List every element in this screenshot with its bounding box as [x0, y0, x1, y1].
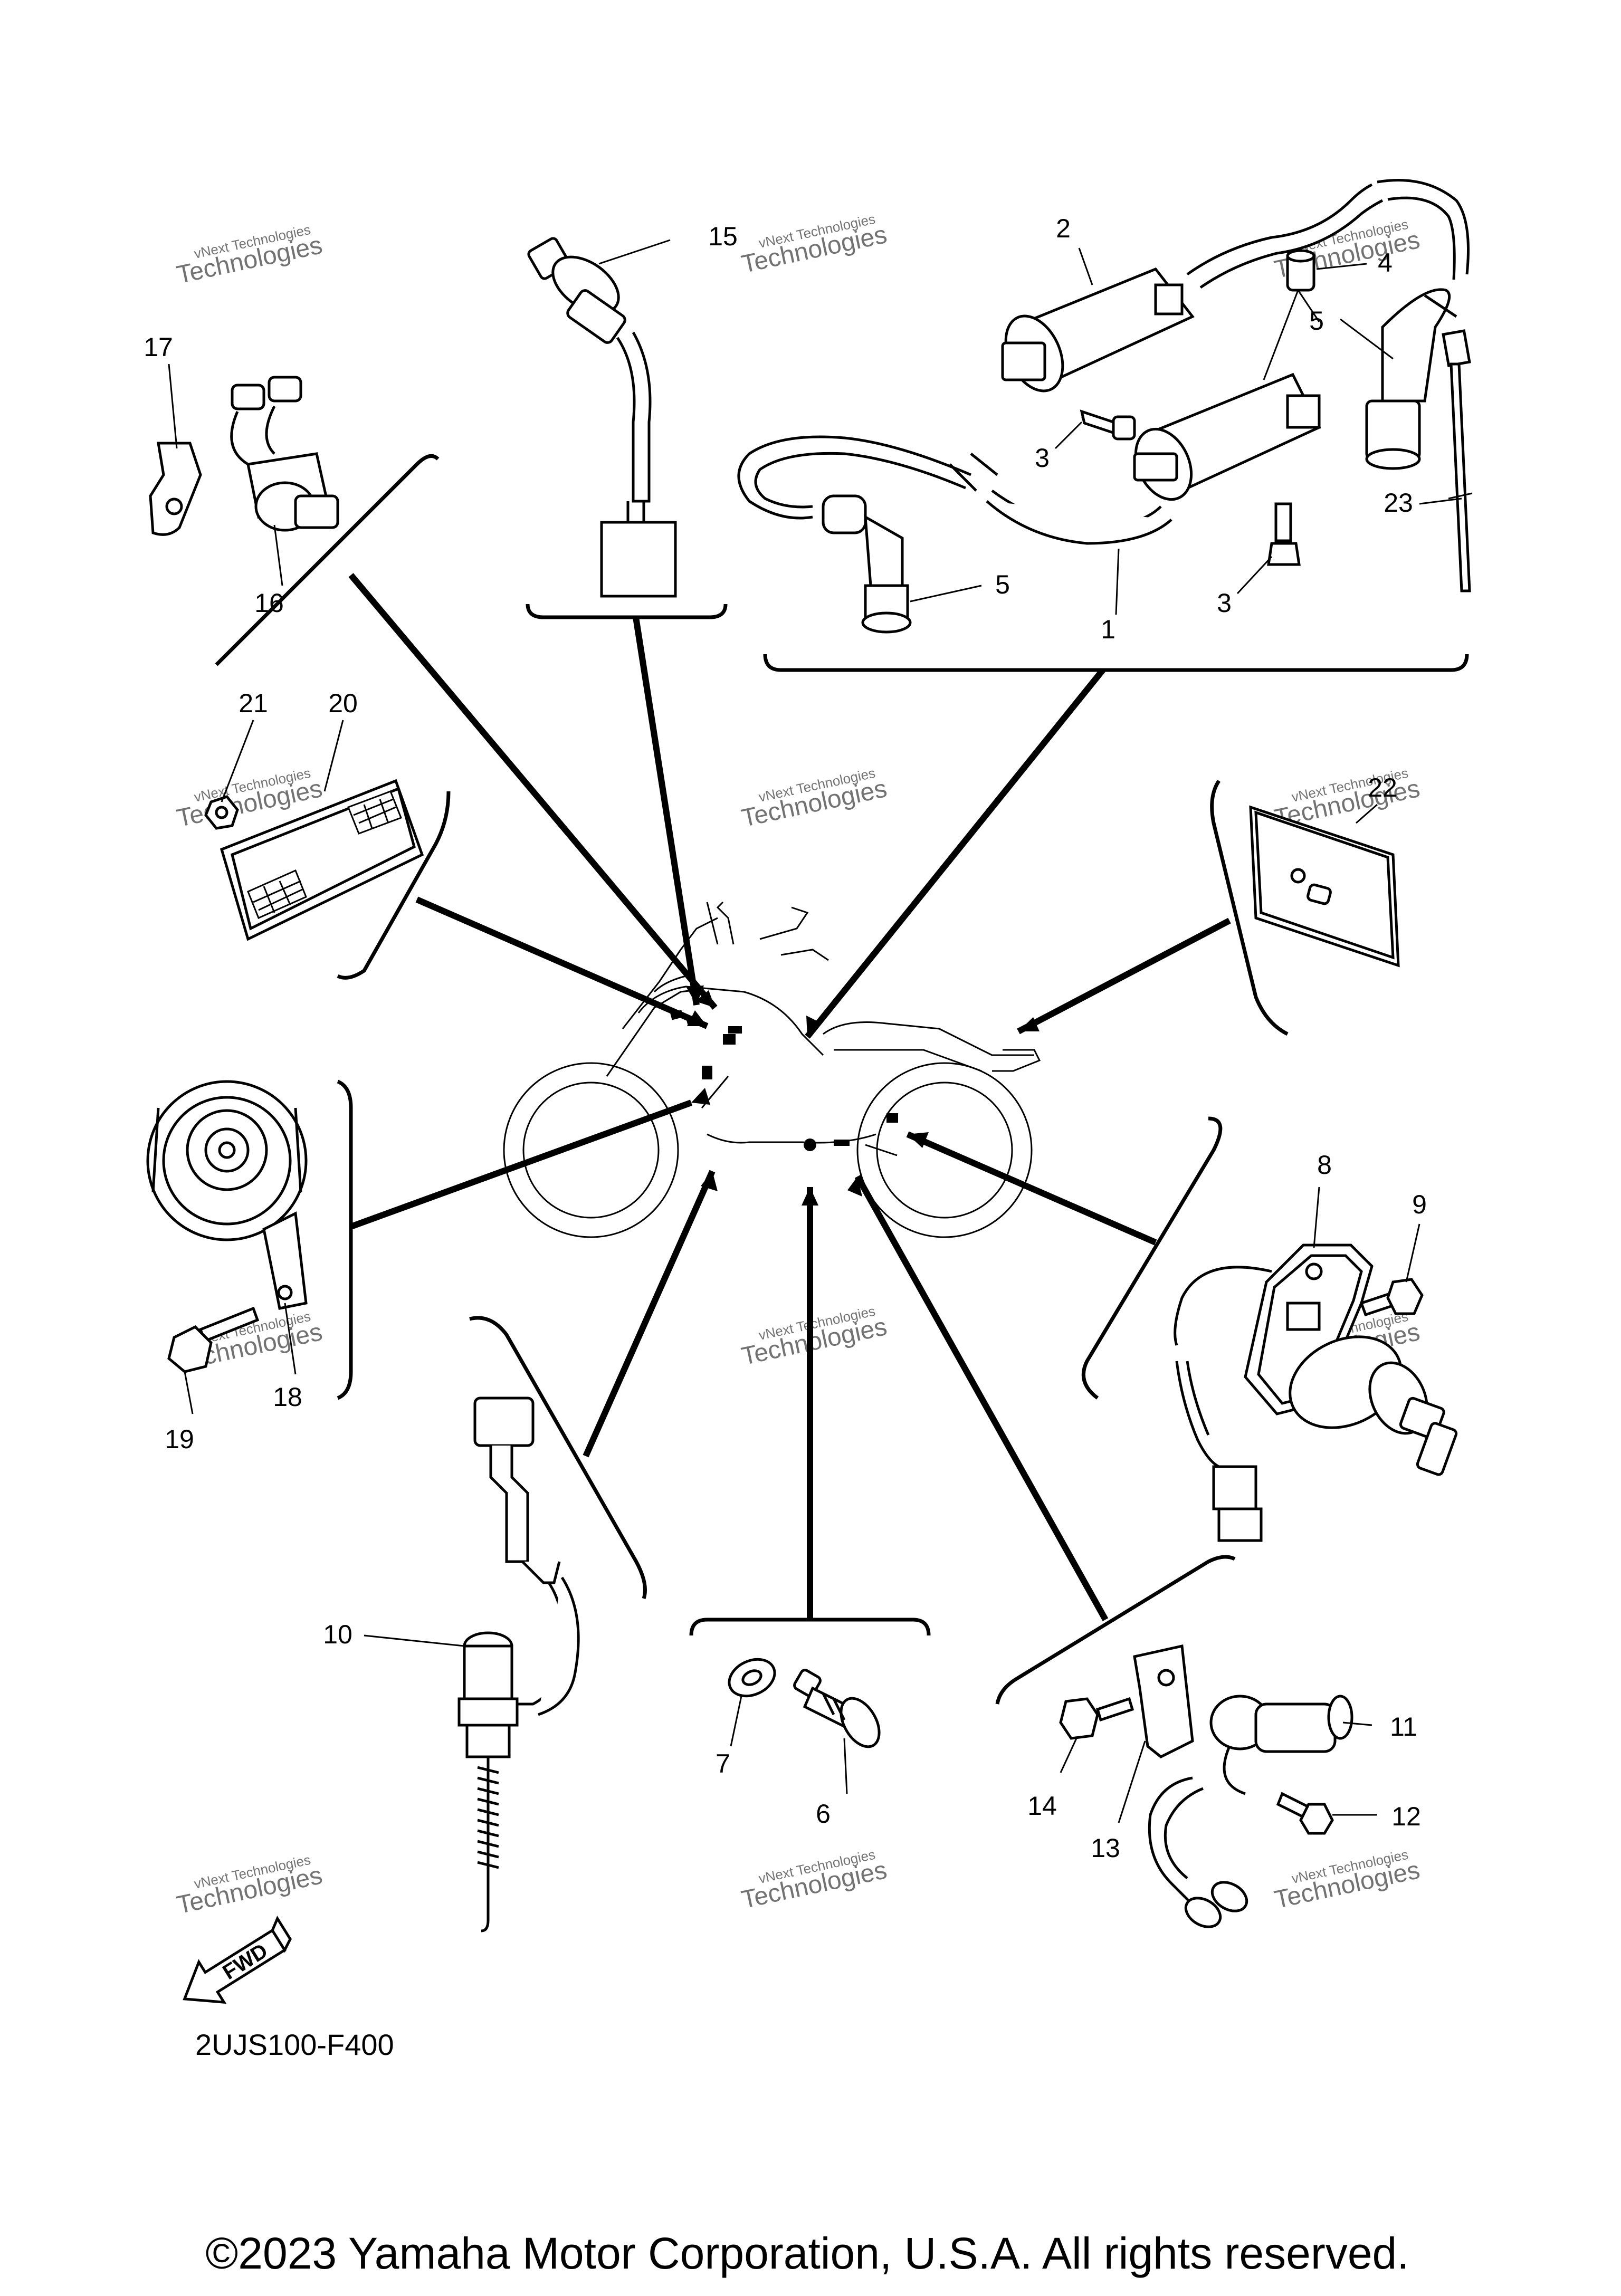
callout-9: 9 — [1412, 1190, 1427, 1219]
nut-21 — [204, 795, 239, 830]
callout-23: 23 — [1384, 488, 1413, 518]
bracket-brake-sw — [215, 454, 440, 666]
bracket-rear-brake — [995, 1555, 1236, 1705]
starter-relay-8 — [1174, 1243, 1458, 1542]
callout-18: 18 — [273, 1382, 302, 1412]
bolt-3-upper — [1080, 409, 1136, 441]
screw-12 — [1276, 1792, 1334, 1835]
callout-2: 2 — [1056, 214, 1071, 243]
leader-lines — [348, 573, 1231, 1621]
ignition-coil-upper — [1001, 179, 1470, 393]
fwd-arrow: FWD — [183, 1916, 292, 2004]
washer-7 — [728, 1658, 776, 1698]
bracket-horn — [337, 1079, 353, 1400]
spark-plug-cap-right — [1365, 288, 1457, 470]
callout-15: 15 — [708, 222, 738, 251]
reflector-20 — [220, 779, 424, 941]
bracket-reflector-l — [337, 791, 451, 980]
watermark: Technologies vNext Technologies — [739, 211, 889, 279]
front-brake-switch-16 — [230, 376, 339, 532]
neutral-switch-15 — [527, 237, 677, 598]
reflector-22 — [1249, 805, 1400, 968]
spark-plug-cap-left — [737, 435, 977, 634]
callout-5-right: 5 — [1309, 306, 1324, 336]
collar-4 — [1286, 249, 1315, 292]
callout-20: 20 — [328, 688, 358, 718]
bracket-reflector-r — [1210, 780, 1289, 1036]
callout-leaders — [168, 239, 1473, 1823]
callout-12: 12 — [1391, 1802, 1421, 1831]
bracket-sidestand — [689, 1618, 931, 1636]
leader-arrowheads — [686, 986, 1040, 1206]
motorcycle-part-locators — [670, 1010, 898, 1151]
callout-22: 22 — [1368, 773, 1397, 802]
callout-17: 17 — [144, 332, 173, 362]
copyright: ©2023 Yamaha Motor Corporation, U.S.A. A… — [205, 2228, 1409, 2278]
motorcycle-outline — [503, 901, 1041, 1238]
callout-5-left: 5 — [995, 570, 1010, 599]
watermark: Technologies vNext Technologies — [739, 765, 889, 833]
bolt-3-lower — [1267, 502, 1301, 566]
watermark: Technologies vNext Technologies — [174, 222, 325, 289]
watermark: Technologies vNext Technologies — [1272, 1847, 1422, 1914]
bolt-14 — [1059, 1697, 1134, 1740]
group-brackets — [215, 454, 1469, 1705]
callout-3-lower: 3 — [1217, 588, 1232, 618]
callout-7: 7 — [716, 1749, 730, 1778]
callout-11: 11 — [1390, 1712, 1417, 1742]
callouts: 1 2 3 3 4 5 5 6 7 8 9 10 11 12 13 14 15 … — [144, 214, 1427, 1863]
callout-6: 6 — [816, 1799, 831, 1829]
bracket-ignition — [763, 654, 1469, 672]
callout-14: 14 — [1027, 1791, 1057, 1821]
bracket-17 — [149, 442, 202, 536]
callout-4: 4 — [1378, 248, 1393, 278]
watermark: Technologies vNext Technologies — [739, 1847, 889, 1914]
bracket-neutral — [526, 604, 728, 619]
sender-unit-10 — [457, 1396, 580, 1933]
bracket-fuel-sender — [469, 1316, 647, 1600]
callout-3-upper: 3 — [1035, 443, 1050, 473]
ignition-coil-lower — [970, 372, 1321, 545]
callout-10: 10 — [323, 1620, 352, 1649]
cable-tie-23 — [1442, 329, 1471, 592]
sidestand-switch-6 — [793, 1669, 881, 1748]
bolt-9 — [1359, 1278, 1424, 1317]
callout-8: 8 — [1317, 1150, 1332, 1180]
horn-18 — [146, 1080, 308, 1310]
watermark: Technologies vNext Technologies — [174, 1852, 325, 1919]
callout-1: 1 — [1101, 615, 1115, 644]
callout-16: 16 — [254, 588, 284, 618]
bolt-19 — [167, 1306, 260, 1373]
rear-brake-switch-11 — [1148, 1695, 1353, 1928]
bracket-starter — [1081, 1116, 1223, 1400]
callout-19: 19 — [165, 1424, 194, 1454]
bracket-13 — [1133, 1644, 1194, 1758]
diagram-code: 2UJS100-F400 — [195, 2028, 394, 2061]
callout-13: 13 — [1091, 1833, 1120, 1863]
callout-21: 21 — [239, 688, 268, 718]
